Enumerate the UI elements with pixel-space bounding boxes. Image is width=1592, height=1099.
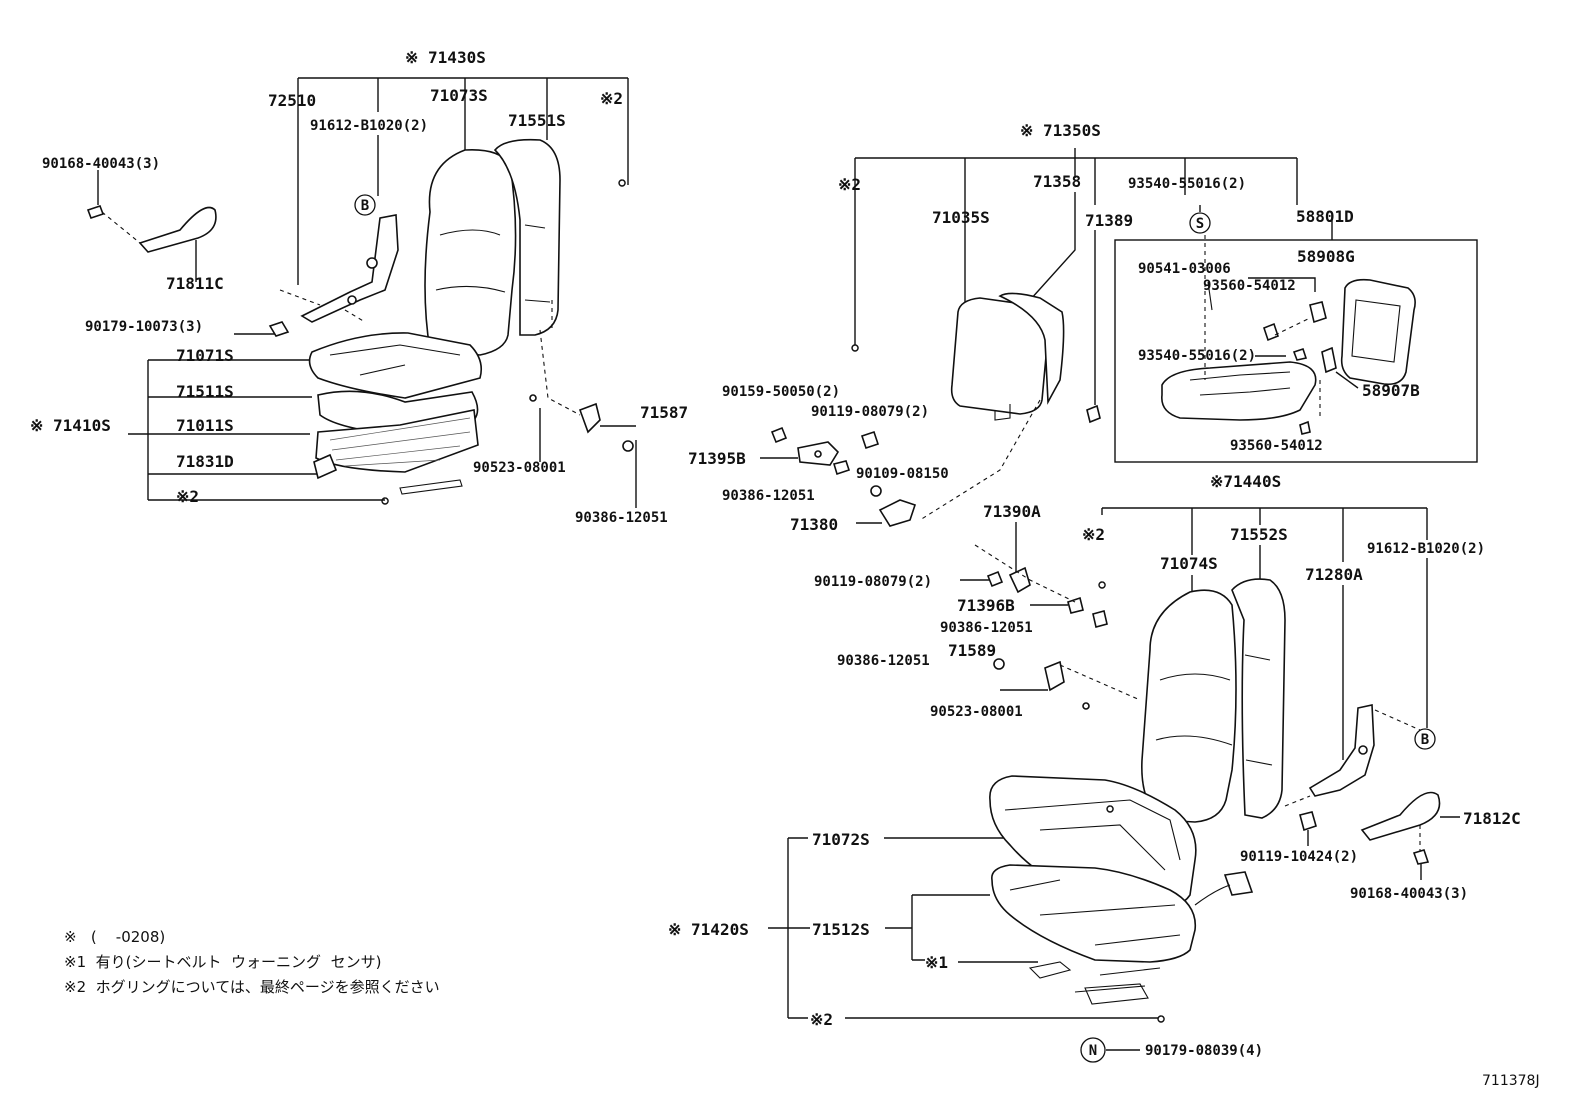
label-71831d: 71831D (176, 452, 234, 471)
label-ref2-top-left: ※2 (600, 89, 623, 108)
label-71410s: ※ 71410S (30, 416, 111, 435)
label-91612-left: 91612-B1020(2) (310, 118, 428, 134)
svg-text:B: B (1421, 732, 1429, 748)
label-71035s: 71035S (932, 208, 990, 227)
label-71589: 71589 (948, 641, 996, 660)
label-71380: 71380 (790, 515, 838, 534)
label-90386-left: 90386-12051 (575, 510, 668, 526)
footnotes: ※ ( -0208) ※1 有り(シートベルト ウォーニング センサ) ※2 ホ… (64, 925, 440, 1000)
label-93540-top: 93540-55016(2) (1128, 176, 1246, 192)
svg-text:N: N (1089, 1043, 1097, 1059)
label-72510: 72510 (268, 91, 316, 110)
label-71512s: 71512S (812, 920, 870, 939)
label-90119-b: 90119-08079(2) (814, 574, 932, 590)
label-71440s: ※71440S (1210, 472, 1281, 491)
label-71552s: 71552S (1230, 525, 1288, 544)
label-90523-m: 90523-08001 (930, 704, 1023, 720)
label-90168-left: 90168-40043(3) (42, 156, 160, 172)
label-71073s: 71073S (430, 86, 488, 105)
label-90159: 90159-50050(2) (722, 384, 840, 400)
label-71811c: 71811C (166, 274, 224, 293)
label-90523-left: 90523-08001 (473, 460, 566, 476)
label-ref1: ※1 (925, 953, 948, 972)
label-93540-b: 93540-55016(2) (1138, 348, 1256, 364)
label-71358: 71358 (1033, 172, 1081, 191)
label-90109: 90109-08150 (856, 466, 949, 482)
label-90179-08039: 90179-08039(4) (1145, 1043, 1263, 1059)
label-90386-m3: 90386-12051 (837, 653, 930, 669)
label-93560-b: 93560-54012 (1230, 438, 1323, 454)
label-71280a: 71280A (1305, 565, 1363, 584)
label-71071s: 71071S (176, 346, 234, 365)
callout-b-left: B (354, 194, 376, 216)
label-ref2-bottom-left: ※2 (176, 487, 199, 506)
label-ref2-bottom: ※2 (810, 1010, 833, 1029)
svg-text:B: B (361, 198, 369, 214)
label-90168-right: 90168-40043(3) (1350, 886, 1468, 902)
label-90119-10424: 90119-10424(2) (1240, 849, 1358, 865)
label-90386-m2: 90386-12051 (940, 620, 1033, 636)
label-71011s: 71011S (176, 416, 234, 435)
label-90386-m1: 90386-12051 (722, 488, 815, 504)
left-seat-assembly (86, 77, 637, 508)
middle-armrest-assembly (760, 148, 1478, 527)
label-93560-a: 93560-54012 (1203, 278, 1296, 294)
label-90179-10073: 90179-10073(3) (85, 319, 203, 335)
label-58907b: 58907B (1362, 381, 1420, 400)
footnote-2: ※2 ホグリングについては、最終ページを参照ください (64, 978, 440, 996)
label-ref2-right: ※2 (1082, 525, 1105, 544)
right-cushion-assembly (768, 775, 1254, 1051)
label-91612-right: 91612-B1020(2) (1367, 541, 1485, 557)
label-71511s: 71511S (176, 382, 234, 401)
label-ref2-middle: ※2 (838, 175, 861, 194)
label-71074s: 71074S (1160, 554, 1218, 573)
label-71072s: 71072S (812, 830, 870, 849)
callout-s: S (1189, 212, 1211, 234)
label-71551s: 71551S (508, 111, 566, 130)
right-seatback-assembly (960, 507, 1460, 880)
figure-code: 711378J (1482, 1073, 1540, 1089)
label-71350s: ※ 71350S (1020, 121, 1101, 140)
part-labels: ※ 71430S 72510 71073S 71551S 91612-B1020… (30, 48, 1521, 1059)
footnote-1: ※1 有り(シートベルト ウォーニング センサ) (64, 953, 382, 971)
callout-n: N (1080, 1037, 1106, 1063)
label-58801d: 58801D (1296, 207, 1354, 226)
label-71396b: 71396B (957, 596, 1015, 615)
label-90119-a: 90119-08079(2) (811, 404, 929, 420)
label-71430s: ※ 71430S (405, 48, 486, 67)
svg-text:S: S (1196, 216, 1204, 232)
footnote-0: ※ ( -0208) (64, 928, 166, 946)
label-71587: 71587 (640, 403, 688, 422)
callout-b-right: B (1414, 728, 1436, 750)
label-71395b: 71395B (688, 449, 746, 468)
label-71812c: 71812C (1463, 809, 1521, 828)
label-58908g: 58908G (1297, 247, 1355, 266)
label-71389: 71389 (1085, 211, 1133, 230)
label-90541: 90541-03006 (1138, 261, 1231, 277)
label-71390a: 71390A (983, 502, 1041, 521)
label-71420s: ※ 71420S (668, 920, 749, 939)
